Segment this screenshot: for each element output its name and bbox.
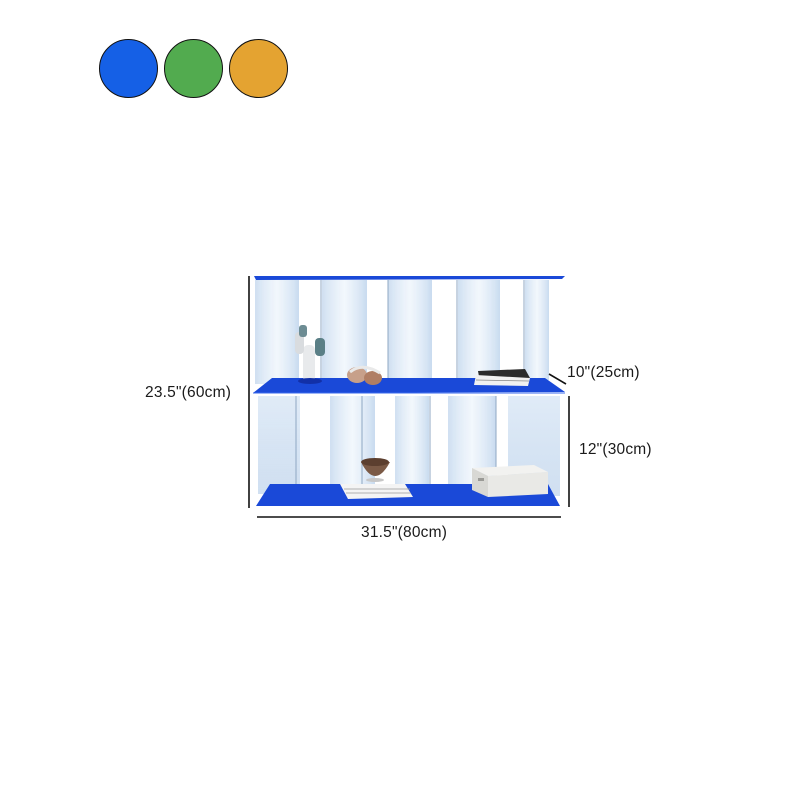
color-swatch-group	[99, 39, 299, 101]
top-shelf	[254, 276, 565, 280]
depth-dimension-label: 10"(25cm)	[567, 364, 640, 381]
headphones	[347, 365, 382, 385]
color-swatch-blue[interactable]	[99, 39, 158, 98]
height-dimension-label: 23.5"(60cm)	[145, 384, 232, 401]
book-stack-upper	[474, 369, 530, 386]
storage-box	[472, 465, 548, 497]
bowl-on-books	[340, 458, 413, 499]
dimension-lines	[248, 276, 570, 518]
color-swatch-green[interactable]	[164, 39, 223, 98]
cactus-figurine	[295, 325, 325, 384]
upper-glass-panels	[255, 280, 549, 384]
color-swatch-orange[interactable]	[229, 39, 288, 98]
shelf-height-dimension-label: 12"(30cm)	[579, 441, 652, 458]
width-dimension-label: 31.5"(80cm)	[361, 524, 448, 541]
